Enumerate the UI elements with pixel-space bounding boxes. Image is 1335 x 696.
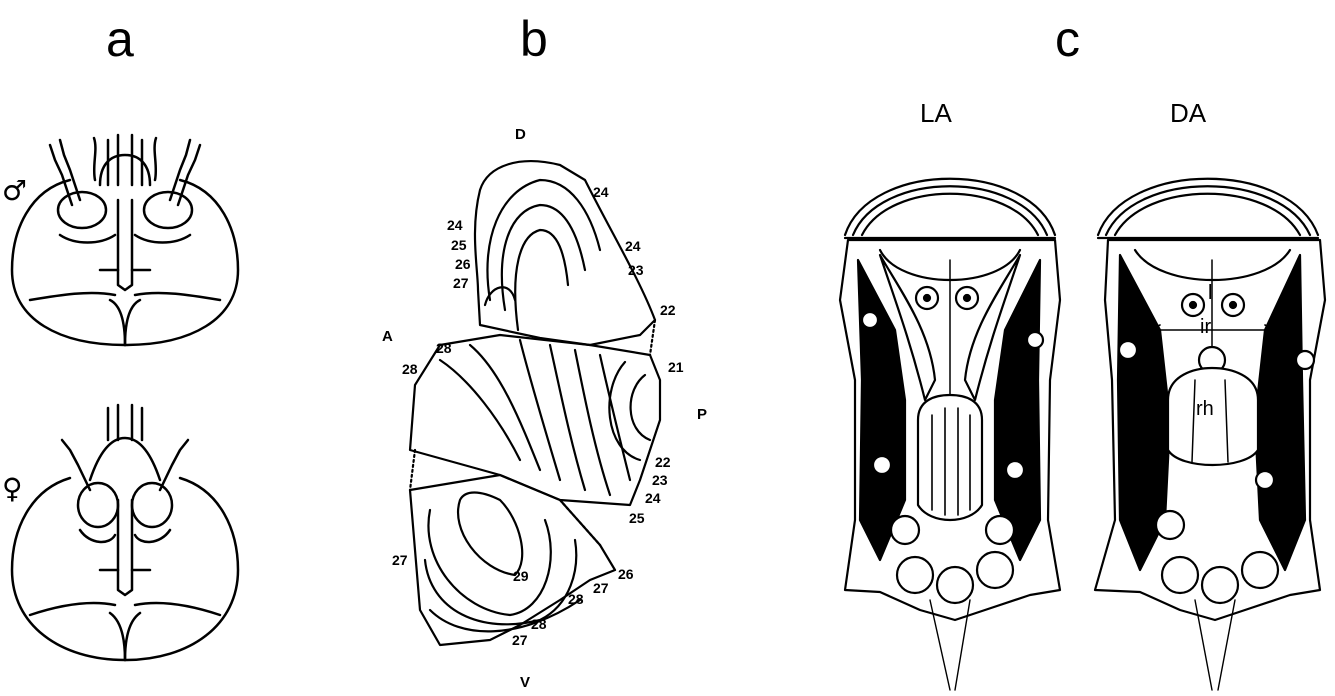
- label-rh: rh: [1196, 398, 1214, 421]
- la-section: [840, 179, 1060, 690]
- label-ir: ir: [1200, 316, 1211, 339]
- da-section: [1095, 179, 1325, 690]
- label-l: l: [1208, 282, 1212, 305]
